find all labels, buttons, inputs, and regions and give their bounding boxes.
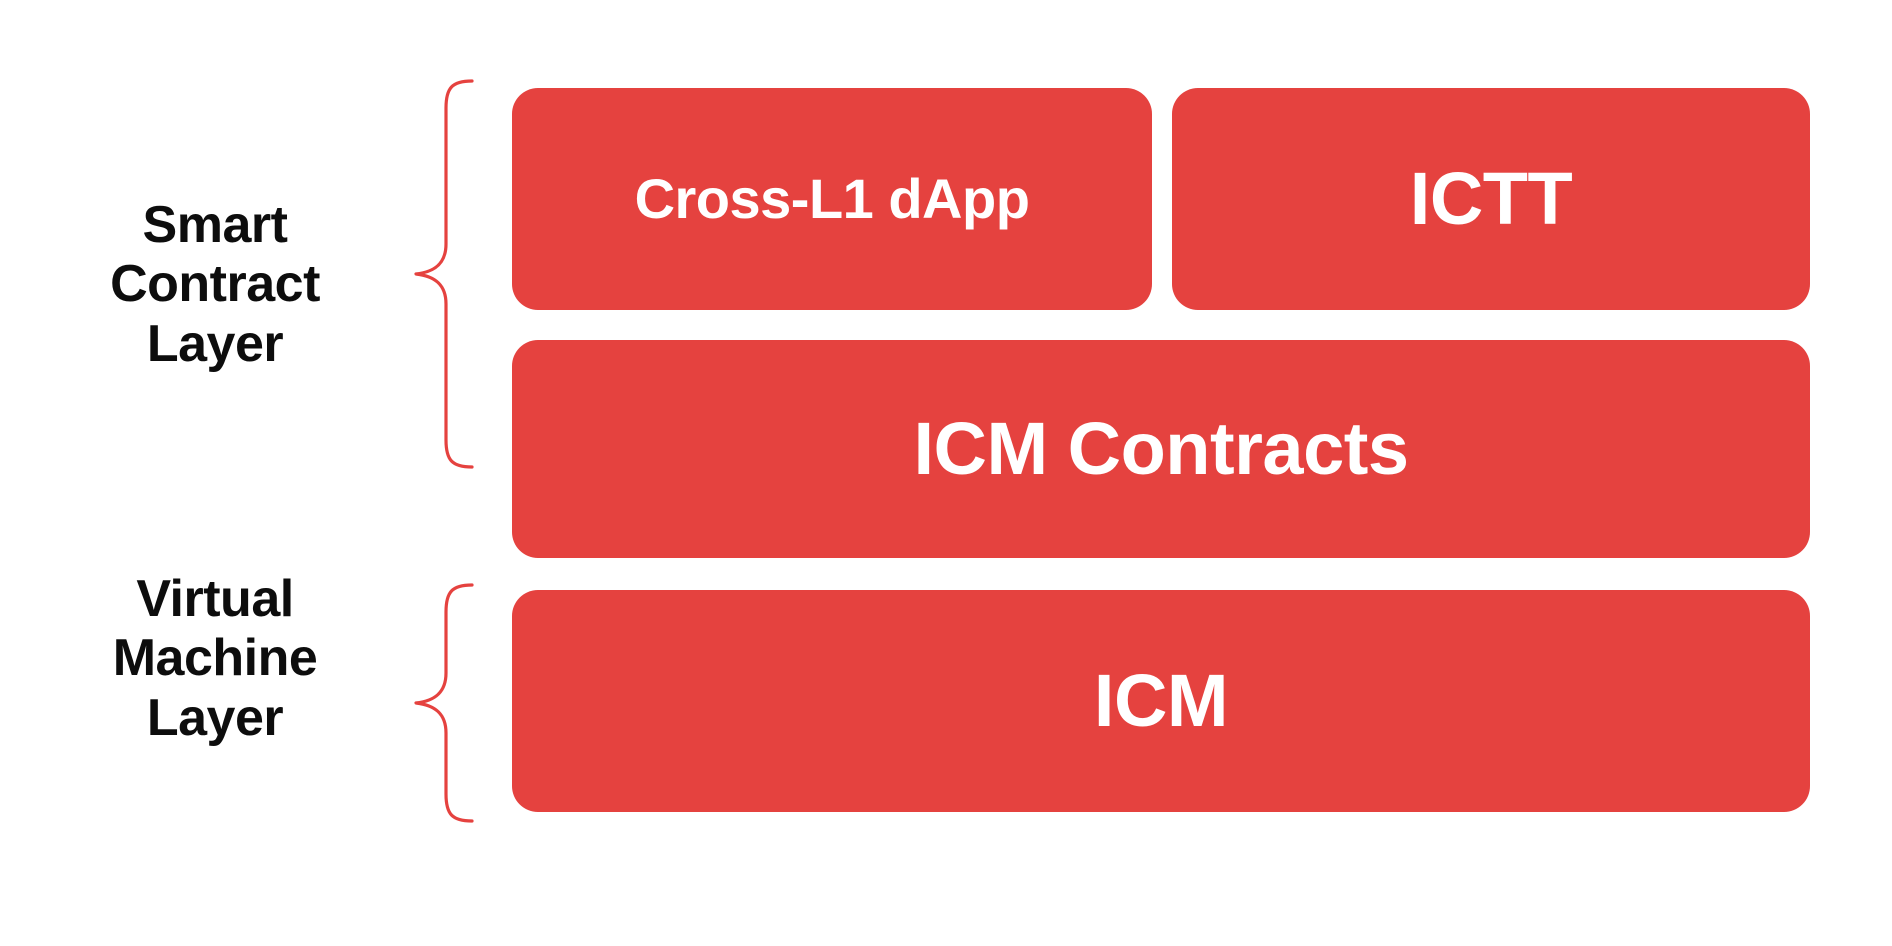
curly-brace-icon-virtual-machine-layer <box>404 582 476 824</box>
layer-box-label-cross-l1-dapp: Cross-L1 dApp <box>634 167 1030 230</box>
layer-box-cross-l1-dapp[interactable]: Cross-L1 dApp <box>512 88 1152 310</box>
curly-brace-icon-smart-contract-layer <box>404 78 476 470</box>
layer-box-icm[interactable]: ICM <box>512 590 1810 812</box>
group-label-virtual-machine-layer: Virtual Machine Layer <box>112 570 318 747</box>
layer-box-ictt[interactable]: ICTT <box>1172 88 1810 310</box>
layer-box-label-icm: ICM <box>1093 659 1229 742</box>
layer-box-label-icm-contracts: ICM Contracts <box>913 407 1409 490</box>
group-label-smart-contract-layer: Smart Contract Layer <box>110 196 320 373</box>
layer-box-icm-contracts[interactable]: ICM Contracts <box>512 340 1810 558</box>
layer-box-label-ictt: ICTT <box>1409 157 1573 240</box>
